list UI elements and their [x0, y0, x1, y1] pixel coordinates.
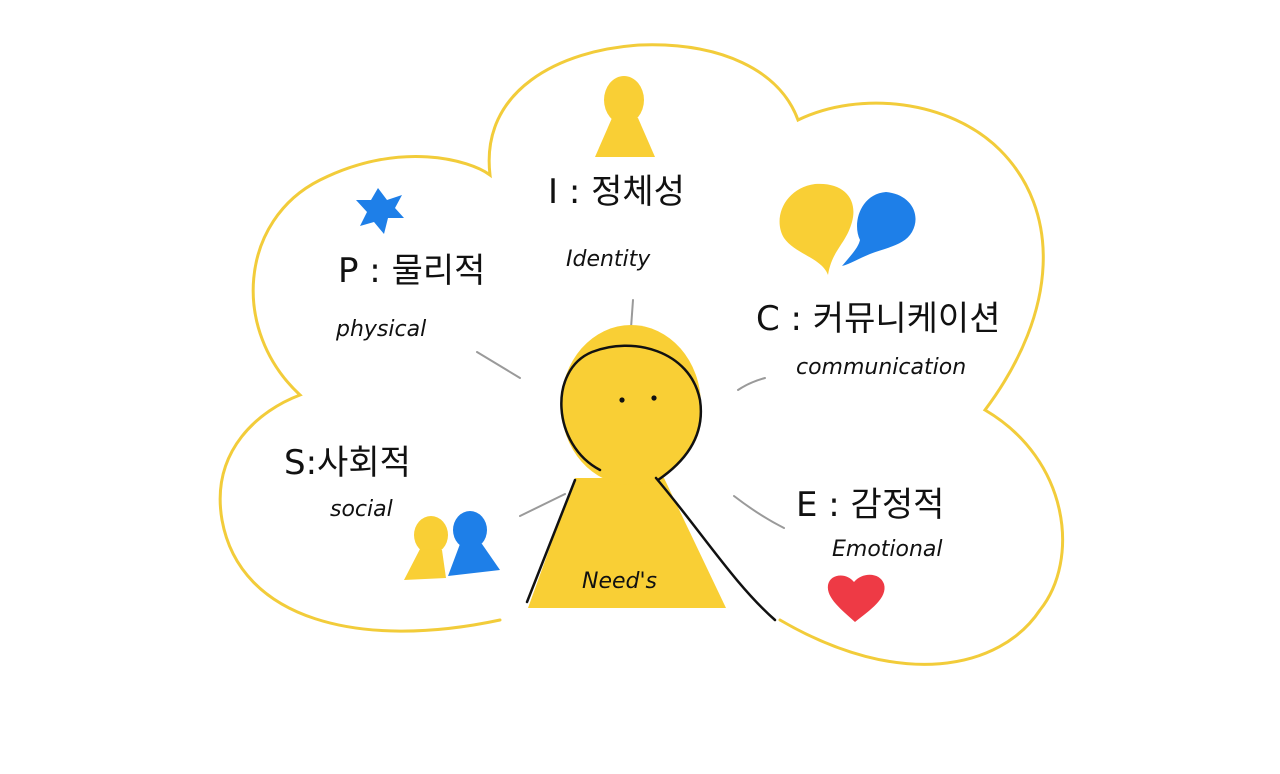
connector-communication — [737, 377, 766, 391]
figure-body — [528, 478, 726, 608]
need-emotional-code: E : 감정적 — [796, 485, 944, 525]
need-physical: P : 물리적 physical — [335, 188, 485, 342]
connector-physical — [476, 351, 521, 379]
need-communication: C : 커뮤니케이션 communication — [756, 183, 1001, 380]
figure-body-outline-right — [654, 476, 777, 622]
need-social-code: S:사회적 — [284, 443, 411, 483]
need-physical-english: physical — [335, 317, 426, 342]
need-communication-code: C : 커뮤니케이션 — [756, 299, 1001, 339]
figure-head-outline — [560, 344, 703, 482]
need-communication-english: communication — [796, 355, 966, 380]
figure-body-outline-left — [525, 478, 577, 604]
central-person-figure: Need's — [525, 325, 777, 622]
splat-icon — [356, 188, 404, 234]
heart-icon — [827, 574, 885, 622]
need-social-english: social — [330, 497, 393, 522]
center-label: Need's — [582, 569, 657, 594]
two-people-icon — [404, 511, 500, 580]
cloud-outline — [218, 43, 1065, 666]
need-emotional: E : 감정적 Emotional — [796, 485, 944, 622]
need-social: S:사회적 social — [284, 443, 500, 580]
need-identity-english: Identity — [566, 247, 651, 272]
figure-eye-left — [619, 397, 625, 403]
need-identity-code: I : 정체성 — [548, 172, 685, 212]
figure-head — [561, 325, 701, 485]
need-physical-code: P : 물리적 — [338, 251, 485, 291]
need-emotional-english: Emotional — [832, 537, 943, 562]
figure-eye-right — [651, 395, 657, 401]
speech-bubbles-icon — [779, 183, 916, 275]
connector-emotional — [733, 495, 785, 529]
person-icon — [595, 76, 655, 157]
need-identity: I : 정체성 Identity — [548, 76, 685, 272]
connector-social — [519, 493, 566, 517]
